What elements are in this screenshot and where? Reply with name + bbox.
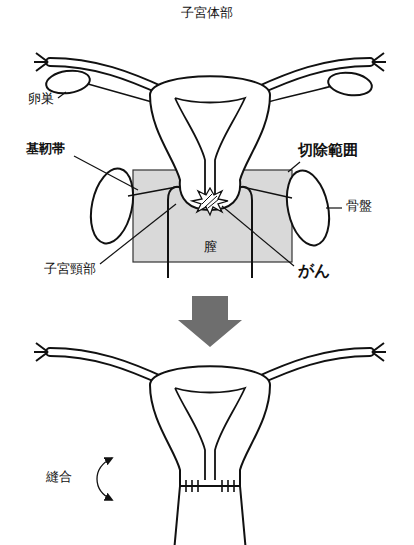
part-label: 膣 bbox=[204, 240, 217, 255]
part-label: 子宮頸部 bbox=[44, 262, 96, 277]
pelvis bbox=[85, 165, 140, 248]
part-label: 卵巣 bbox=[28, 92, 54, 107]
process-label: 縫合 bbox=[46, 470, 72, 485]
cancer-mark bbox=[192, 188, 228, 215]
part-label: 骨盤 bbox=[346, 199, 372, 214]
uterus-after bbox=[34, 343, 386, 545]
suture-stitches bbox=[186, 480, 234, 492]
highlight-label: がん bbox=[298, 262, 330, 280]
part-label: 子宮体部 bbox=[181, 6, 233, 21]
suture-arrow bbox=[97, 458, 112, 500]
uterus bbox=[34, 53, 386, 278]
process-arrow bbox=[178, 296, 242, 347]
leader-lines bbox=[58, 92, 342, 266]
part-label: 基靭帯 bbox=[26, 142, 65, 157]
region-label: 切除範囲 bbox=[298, 142, 358, 159]
